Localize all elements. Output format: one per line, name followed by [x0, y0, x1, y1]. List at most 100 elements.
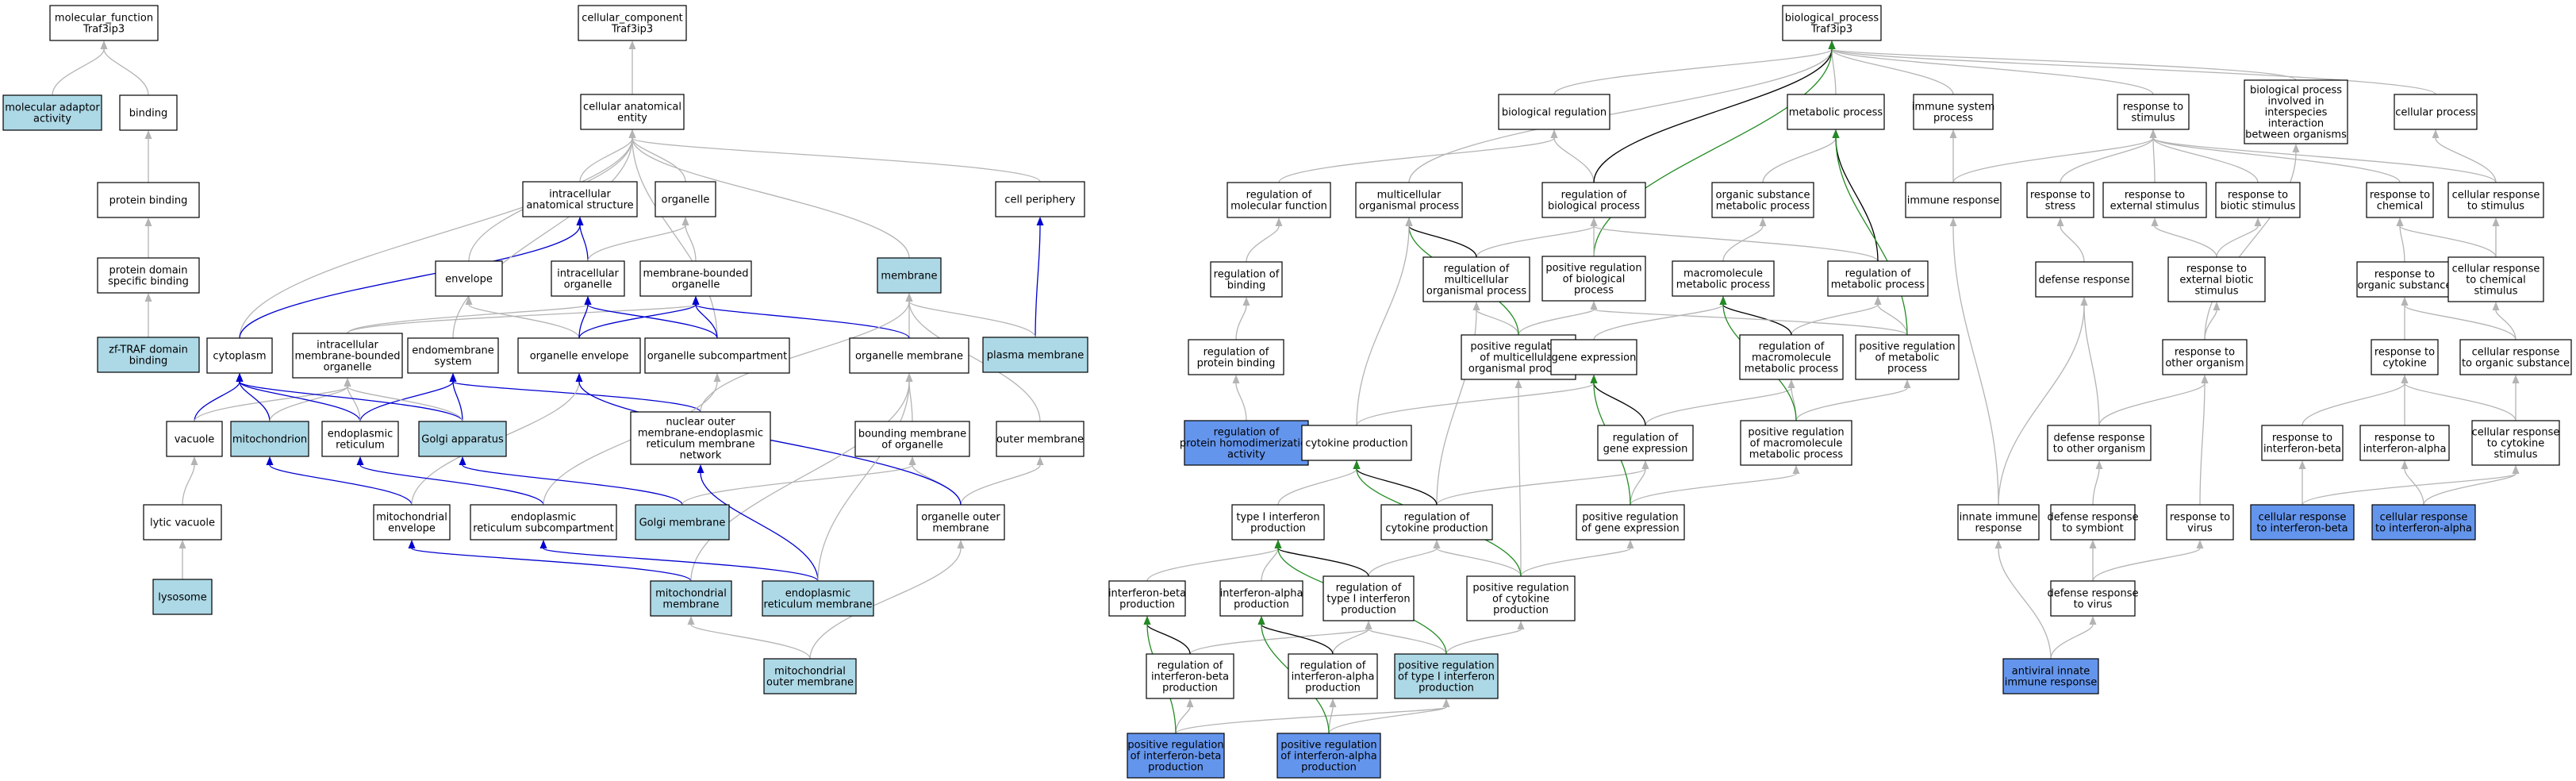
node-cellular_process[interactable]: cellular process — [2394, 94, 2478, 130]
node-cytokine_prod[interactable]: cytokine production — [1301, 425, 1412, 461]
node-metabolic[interactable]: metabolic process — [1787, 94, 1885, 130]
node-organelle[interactable]: organelle — [655, 181, 716, 217]
node-defense_resp[interactable]: defense response — [2035, 261, 2133, 298]
node-envelope[interactable]: envelope — [435, 260, 503, 297]
node-binding[interactable]: binding — [119, 94, 178, 131]
node-plasma_membrane[interactable]: plasma membrane — [982, 337, 1088, 373]
node-bio_reg[interactable]: biological regulation — [1498, 94, 1610, 130]
node-cytoplasm[interactable]: cytoplasm — [206, 337, 273, 374]
node-org_subcomp[interactable]: organelle subcompartment — [644, 337, 790, 374]
node-nomer[interactable]: nuclear outermembrane-endoplasmicreticul… — [630, 411, 771, 465]
node-mitochondrion[interactable]: mitochondrion — [230, 421, 309, 457]
node-outer_membrane[interactable]: outer membrane — [996, 421, 1085, 457]
node-immune_resp[interactable]: immune response — [1905, 182, 2002, 218]
node-label-line: protein binding — [109, 195, 188, 207]
node-org_env[interactable]: organelle envelope — [517, 337, 641, 374]
node-golgi[interactable]: Golgi apparatus — [418, 421, 507, 457]
node-lytic_vacuole[interactable]: lytic vacuole — [143, 504, 222, 541]
node-lysosome[interactable]: lysosome — [152, 579, 213, 615]
node-cell_periphery[interactable]: cell periphery — [995, 181, 1085, 217]
node-org_mem[interactable]: organelle membrane — [849, 337, 969, 374]
node-membrane[interactable]: membrane — [877, 257, 942, 294]
node-gene_expr[interactable]: gene expression — [1550, 339, 1637, 375]
node-protein_binding[interactable]: protein binding — [97, 182, 200, 218]
node-golgi_mem[interactable]: Golgi membrane — [635, 504, 730, 541]
node-vacuole[interactable]: vacuole — [166, 421, 223, 457]
